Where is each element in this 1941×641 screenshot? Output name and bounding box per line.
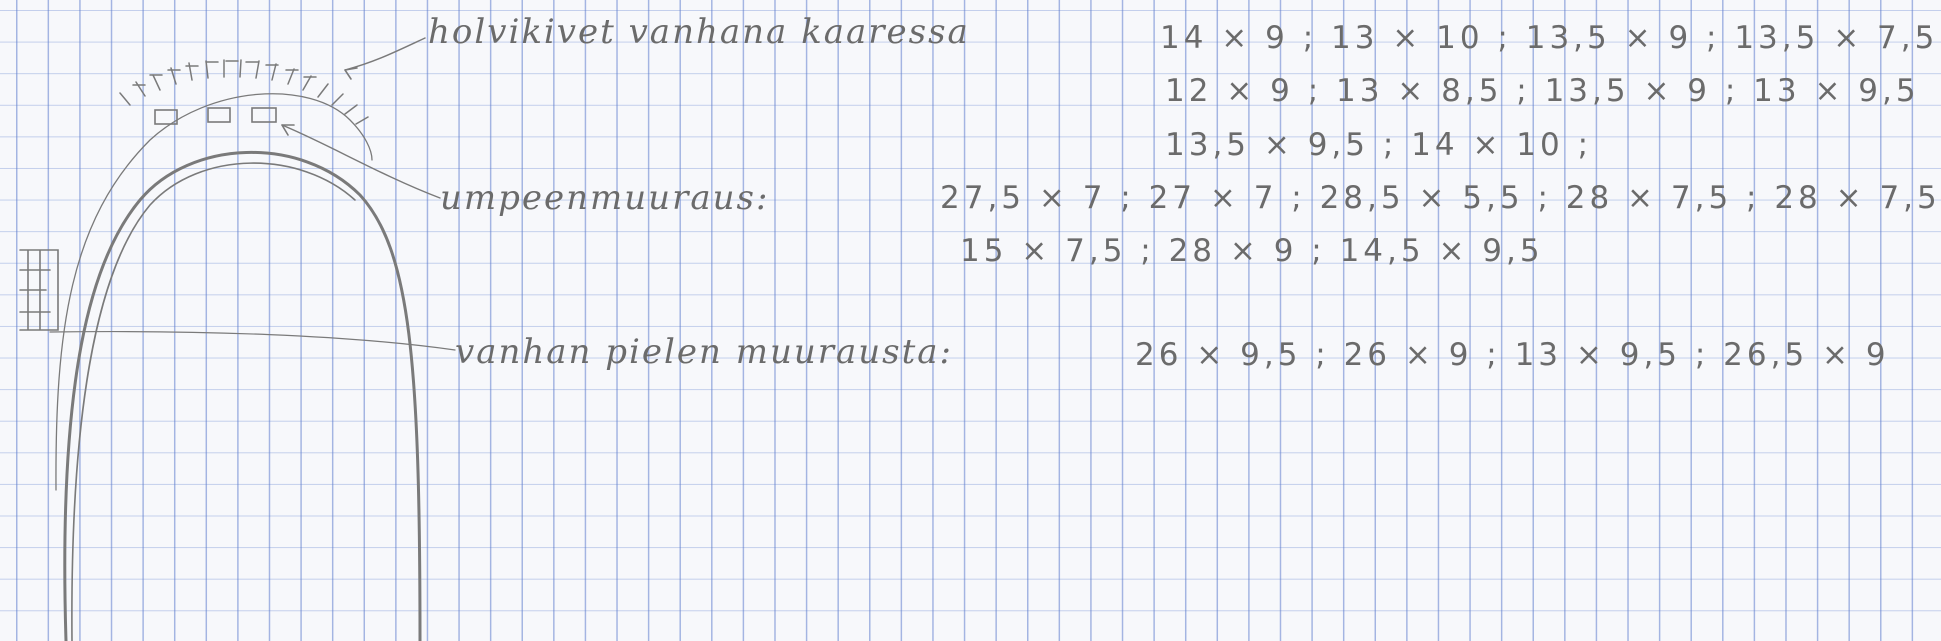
jamb-measurements-line-1: 26 × 9,5 ; 26 × 9 ; 13 × 9,5 ; 26,5 × 9 (1135, 337, 1890, 373)
surround-measurements-line-2: 15 × 7,5 ; 28 × 9 ; 14,5 × 9,5 (960, 233, 1544, 269)
surround-label: umpeenmuuraus: (440, 178, 770, 218)
vault-measurements-line-3: 13,5 × 9,5 ; 14 × 10 ; (1165, 127, 1593, 163)
vault-label: holvikivet vanhana kaaressa (428, 12, 970, 52)
surround-brick-marks (154, 107, 277, 125)
vault-brick-ticks (119, 59, 369, 125)
vault-measurements-line-1: 14 × 9 ; 13 × 10 ; 13,5 × 9 ; 13,5 × 7,5 (1160, 20, 1939, 56)
leader-vault (344, 37, 426, 71)
inner-arch-line (63, 150, 422, 641)
leader-jamb (49, 330, 456, 351)
arrow-vault (344, 67, 358, 80)
vault-measurements-line-2: 12 × 9 ; 13 × 8,5 ; 13,5 × 9 ; 13 × 9,5 (1165, 73, 1920, 109)
arrow-surround (281, 124, 295, 136)
inner-arch-contour (71, 162, 356, 641)
outer-arch-line (55, 93, 373, 491)
surround-measurements-line-1: 27,5 × 7 ; 27 × 7 ; 28,5 × 5,5 ; 28 × 7,… (940, 180, 1941, 216)
jamb-label: vanhan pielen muurausta: (455, 332, 954, 372)
leader-surround (281, 124, 441, 199)
jamb-brick-marks (19, 249, 59, 331)
